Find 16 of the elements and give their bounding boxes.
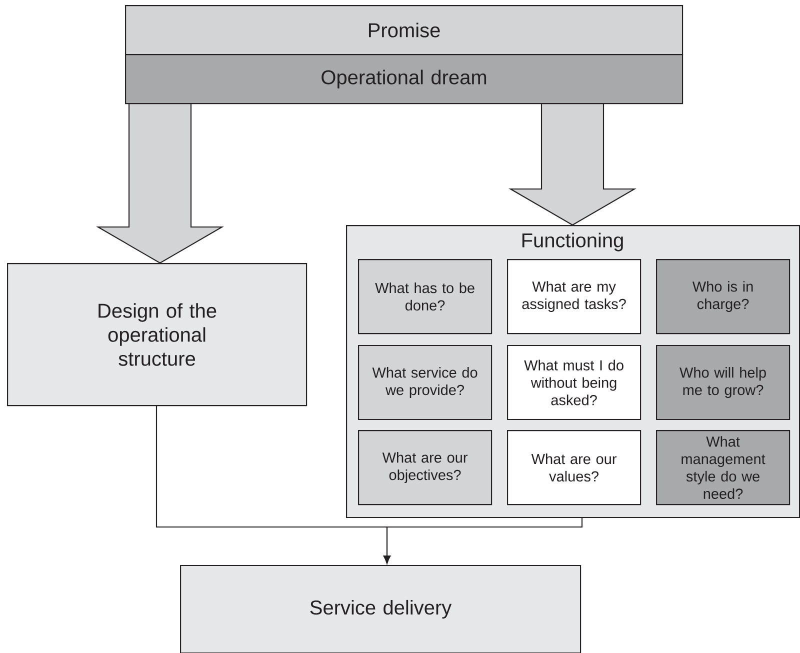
arrow [383,517,583,564]
question-box: What service do we provide? [358,345,492,420]
title-band: Promise [125,5,684,56]
question-box: What must I do without being asked? [507,345,642,420]
question-box: What are my assigned tasks? [507,259,642,334]
process-box: Service delivery [180,565,582,653]
arrow [96,102,224,264]
question-box: Who is in charge? [656,259,790,334]
question-box: What management style do we need? [656,430,790,506]
arrow [508,102,636,226]
question-box: What are our values? [507,430,642,506]
question-box: Who will help me to grow? [656,345,790,420]
process-box: Design of the operational structure [7,263,308,406]
question-box: What are our objectives? [358,430,492,506]
title-band: Operational dream [125,54,684,104]
question-box: What has to be done? [358,259,492,334]
